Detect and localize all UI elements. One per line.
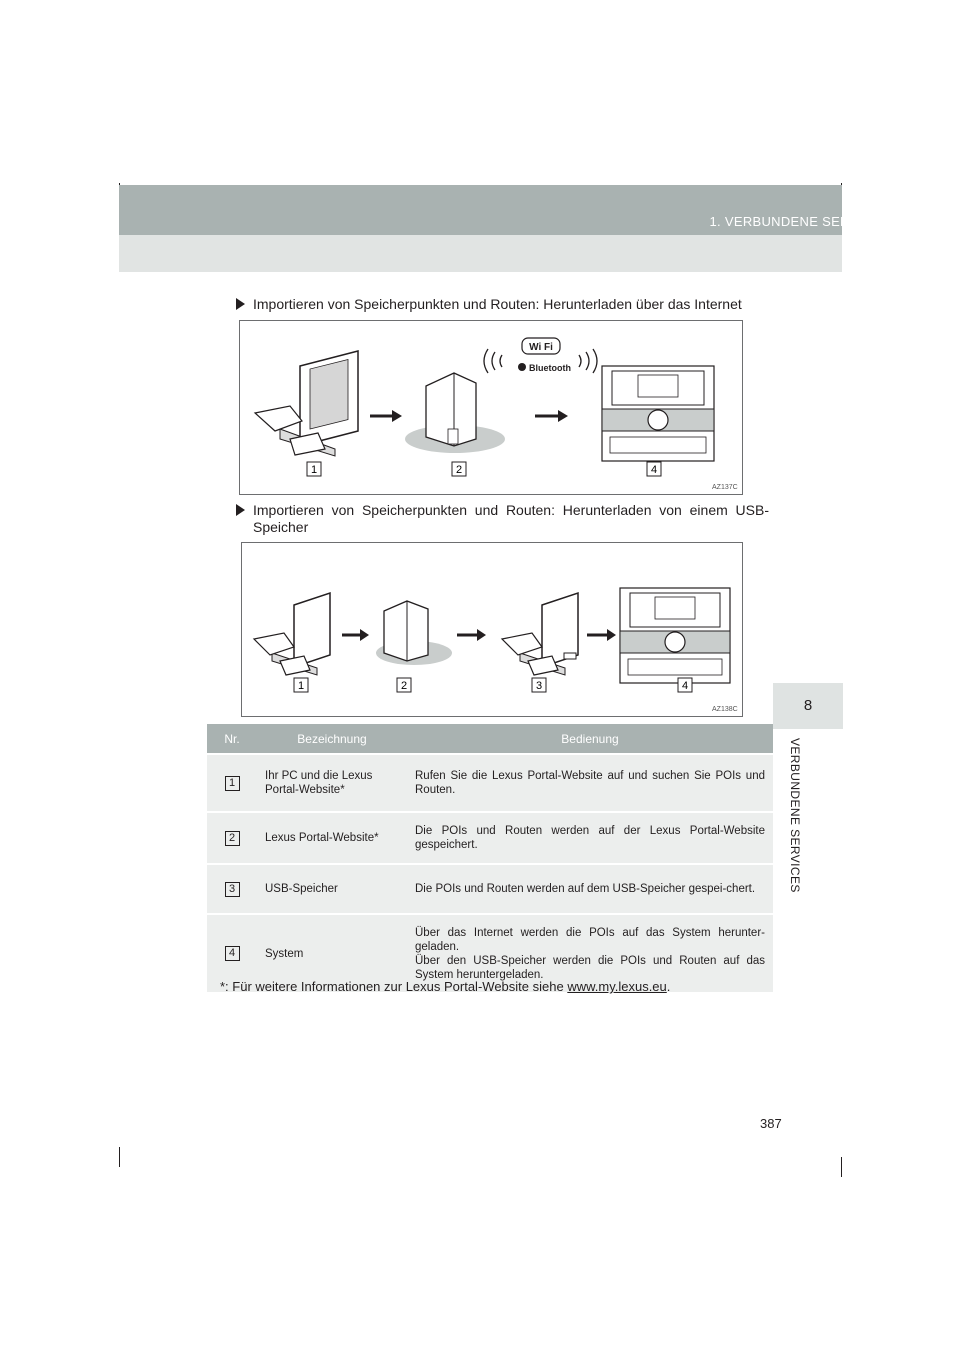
- row-name: USB-Speicher: [257, 863, 407, 914]
- step-marker-4: 4: [646, 461, 662, 477]
- svg-text:2: 2: [401, 680, 407, 692]
- crop-mark: [841, 1157, 842, 1177]
- bullet-arrow-icon: [236, 298, 245, 310]
- chapter-label-container: VERBUNDENE SERVICES: [788, 738, 804, 898]
- wifi-label: Wi Fi: [529, 342, 553, 353]
- svg-text:3: 3: [536, 680, 542, 692]
- row-number-badge: 2: [224, 830, 240, 846]
- chapter-number: 8: [803, 697, 813, 714]
- column-header-name: Bezeichnung: [257, 724, 407, 754]
- row-operation: Über das Internet werden die POIs auf da…: [407, 913, 773, 992]
- row-name: System: [257, 913, 407, 992]
- figure-usb-download: 1 2 3 4 AZ138C: [241, 542, 743, 717]
- row-number-badge: 3: [224, 881, 240, 897]
- crop-mark: [119, 1147, 120, 1167]
- operations-table: Nr. Bezeichnung Bedienung 1 Ihr PC und d…: [207, 724, 773, 992]
- bluetooth-label: Bluetooth: [529, 363, 571, 373]
- arrow-icon: [342, 629, 369, 641]
- step-marker-1: 1: [306, 461, 322, 477]
- chapter-tab: [773, 683, 843, 729]
- table-row: 2 Lexus Portal-Website* Die POIs und Rou…: [207, 811, 773, 864]
- footnote: *: Für weitere Informationen zur Lexus P…: [220, 979, 671, 994]
- svg-text:1: 1: [311, 464, 317, 476]
- building-icon: [376, 600, 452, 665]
- svg-text:4: 4: [651, 464, 657, 476]
- row-operation: Die POIs und Routen werden auf der Lexus…: [407, 811, 773, 864]
- step-marker-4: 4: [677, 677, 693, 693]
- svg-text:1: 1: [298, 680, 304, 692]
- bullet-arrow-icon: [236, 504, 245, 516]
- car-display-icon: [619, 587, 731, 684]
- figure-code: AZ137C: [712, 484, 738, 491]
- arrow-icon: [587, 629, 616, 641]
- step-marker-2: 2: [396, 677, 412, 693]
- row-name: Ihr PC und die Lexus Portal-Website*: [257, 753, 407, 812]
- car-display-icon: [601, 365, 715, 462]
- arrow-icon: [457, 629, 486, 641]
- page-number: 387: [760, 1116, 782, 1131]
- table-row: 1 Ihr PC und die Lexus Portal-Website* R…: [207, 753, 773, 812]
- lexus-portal-link[interactable]: www.my.lexus.eu: [567, 979, 667, 994]
- laptop-icon: [252, 591, 331, 676]
- column-header-operation: Bedienung: [407, 724, 773, 754]
- table-row: 4 System Über das Internet werden die PO…: [207, 913, 773, 992]
- step-marker-2: 2: [451, 461, 467, 477]
- laptop-icon: [253, 350, 359, 457]
- header-band: [119, 185, 842, 235]
- row-operation: Rufen Sie die Lexus Portal-Website auf u…: [407, 753, 773, 812]
- building-icon: [405, 372, 505, 453]
- figure-internet-download: Wi Fi Bluetooth 1: [239, 320, 743, 495]
- arrow-icon: [370, 410, 402, 422]
- figure-caption-1: Importieren von Speicherpunkten und Rout…: [236, 296, 756, 313]
- figure-code: AZ138C: [712, 706, 738, 713]
- figure-caption-2: Importieren von Speicherpunkten und Rout…: [236, 502, 769, 536]
- header-subband: [119, 235, 842, 272]
- table-header-row: Nr. Bezeichnung Bedienung: [207, 724, 773, 754]
- column-header-nr: Nr.: [207, 724, 257, 754]
- row-number-badge: 1: [224, 775, 240, 791]
- chapter-label: VERBUNDENE SERVICES: [788, 738, 802, 893]
- step-marker-1: 1: [293, 677, 309, 693]
- wifi-icon: Wi Fi: [521, 337, 561, 355]
- svg-text:4: 4: [682, 680, 688, 692]
- row-operation: Die POIs und Routen werden auf dem USB-S…: [407, 863, 773, 914]
- step-marker-3: 3: [531, 677, 547, 693]
- laptop-usb-icon: [500, 591, 579, 676]
- bluetooth-icon: Bluetooth: [518, 363, 571, 373]
- row-name: Lexus Portal-Website*: [257, 811, 407, 864]
- section-title: 1. VERBUNDENE SERVICES: [709, 214, 890, 229]
- arrow-icon: [535, 410, 568, 422]
- svg-text:2: 2: [456, 464, 462, 476]
- table-row: 3 USB-Speicher Die POIs und Routen werde…: [207, 863, 773, 914]
- row-number-badge: 4: [224, 946, 240, 961]
- signal-waves-icon: [483, 348, 598, 374]
